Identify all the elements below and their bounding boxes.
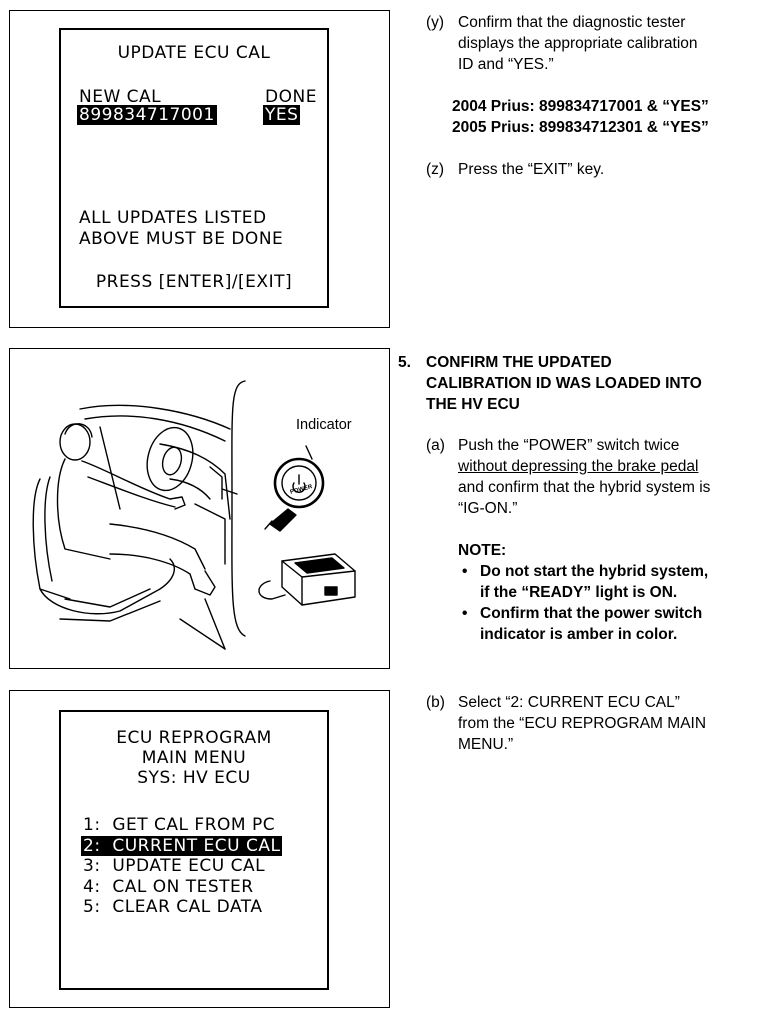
step-5-heading-line-1: CONFIRM THE UPDATED — [426, 354, 612, 371]
step-y-line-1: Confirm that the diagnostic tester — [458, 14, 686, 31]
prius-2005-line: 2005 Prius: 899834712301 & “YES” — [452, 119, 709, 136]
menu-item: 4: CAL ON TESTER — [83, 876, 254, 897]
new-cal-header: NEW CAL — [79, 87, 162, 107]
step-b-text: Select “2: CURRENT ECU CAL” from the “EC… — [458, 692, 706, 755]
step-5-heading-line-2: CALIBRATION ID WAS LOADED INTO — [426, 375, 702, 392]
step-y-line-2: displays the appropriate calibration — [458, 35, 698, 52]
done-header: DONE — [265, 87, 317, 107]
note-line-2: ABOVE MUST BE DONE — [79, 229, 284, 249]
menu-title-1: ECU REPROGRAM — [116, 728, 272, 748]
figure-ecu-reprogram-menu: ECU REPROGRAM MAIN MENU SYS: HV ECU 1: G… — [9, 690, 390, 1008]
indicator-label: Indicator — [296, 417, 352, 433]
note-item-2: Confirm that the power switch indicator … — [458, 603, 710, 645]
done-value: YES — [263, 105, 301, 125]
note-heading: NOTE: — [458, 542, 507, 559]
step-a-label: (a) — [426, 437, 445, 454]
step-z-text: Press the “EXIT” key. — [458, 161, 605, 178]
tester-screen-update: UPDATE ECU CAL NEW CAL DONE 899834717001… — [59, 28, 329, 308]
driver-illustration — [32, 380, 356, 650]
step-b-line-3: MENU.” — [458, 736, 514, 753]
step-a-line-3: and confirm that the hybrid system is — [458, 479, 711, 496]
menu-title-3: SYS: HV ECU — [137, 768, 251, 788]
note-line-1: ALL UPDATES LISTED — [79, 208, 267, 228]
step-y-label: (y) — [426, 14, 445, 31]
step-a-line-1: Push the “POWER” switch twice — [458, 437, 680, 454]
step-a-line-4: “IG-ON.” — [458, 500, 518, 517]
prius-2004-line: 2004 Prius: 899834717001 & “YES” — [452, 98, 709, 115]
step-5-heading-text: CONFIRM THE UPDATED CALIBRATION ID WAS L… — [426, 352, 702, 415]
step-5-heading-line-3: THE HV ECU — [426, 396, 520, 413]
menu-item: 2: CURRENT ECU CAL — [81, 835, 283, 856]
menu-item: 3: UPDATE ECU CAL — [83, 856, 266, 876]
menu-item: 1: GET CAL FROM PC — [83, 815, 276, 835]
tester-screen-main-menu: ECU REPROGRAM MAIN MENU SYS: HV ECU 1: G… — [59, 710, 329, 990]
step-b-line-1: Select “2: CURRENT ECU CAL” — [458, 694, 680, 711]
step-y-text: Confirm that the diagnostic tester displ… — [458, 12, 698, 75]
screen-title: UPDATE ECU CAL — [117, 43, 271, 63]
step-5-number: 5. — [398, 354, 411, 371]
step-a-line-2: without depressing the brake pedal — [458, 458, 699, 475]
menu-title-2: MAIN MENU — [141, 748, 247, 768]
menu-item: 5: CLEAR CAL DATA — [83, 897, 263, 917]
note-list: Do not start the hybrid system, if the “… — [458, 561, 710, 645]
step-b-label: (b) — [426, 694, 445, 711]
step-y-line-3: ID and “YES.” — [458, 56, 554, 73]
cal-value: 899834717001 — [77, 105, 217, 125]
press-prompt: PRESS [ENTER]/[EXIT] — [95, 272, 293, 292]
figure-update-ecu-cal: UPDATE ECU CAL NEW CAL DONE 899834717001… — [9, 10, 390, 328]
step-y: (y) Confirm that the diagnostic tester d… — [426, 12, 761, 82]
step-z-label: (z) — [426, 161, 445, 178]
step-b-line-2: from the “ECU REPROGRAM MAIN — [458, 715, 707, 732]
figure-driver-power-switch: Indicator POWER — [9, 348, 390, 669]
step-a-text: Push the “POWER” switch twice without de… — [458, 435, 710, 645]
note-item-1: Do not start the hybrid system, if the “… — [458, 561, 710, 603]
